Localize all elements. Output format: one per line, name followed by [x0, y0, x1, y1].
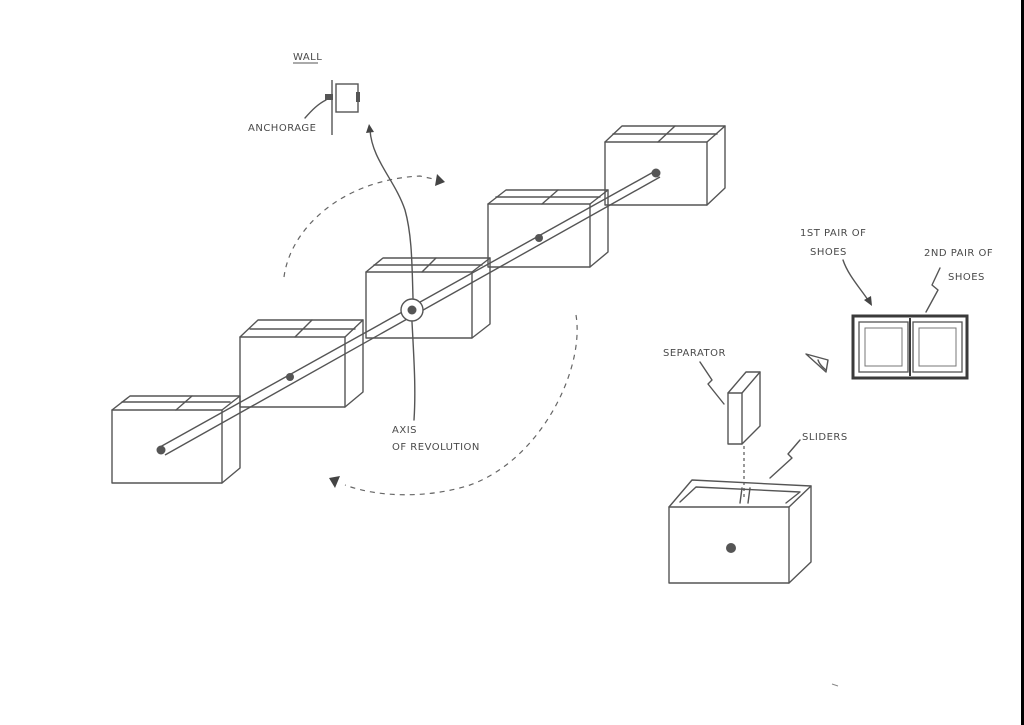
- anchorage-connector: [369, 129, 414, 299]
- wall-label: WALL: [293, 52, 322, 63]
- second-pair-label-line2: SHOES: [948, 272, 985, 283]
- separator-slider-detail: SEPARATOR SLIDERS: [663, 348, 848, 584]
- axis-label-line1: AXIS: [392, 425, 417, 436]
- slotted-box-pivot-hole: [726, 543, 736, 553]
- slotted-box: [668, 479, 812, 584]
- wall-anchorage-detail: WALL ANCHORAGE: [248, 52, 414, 299]
- axis-of-revolution-callout: AXIS OF REVOLUTION: [392, 321, 480, 453]
- view-eye-icon: [805, 353, 829, 373]
- first-pair-label-line2: SHOES: [810, 247, 847, 258]
- rotation-arrow-bottom: [329, 314, 578, 496]
- sliders-label: SLIDERS: [802, 432, 848, 443]
- separator-panel: [727, 371, 761, 445]
- arrow-head-top-icon: [435, 174, 445, 186]
- rack-box-2: [239, 319, 364, 408]
- scan-edge: [1021, 0, 1024, 725]
- rack-box-4: [487, 189, 609, 268]
- first-pair-compartment: [858, 321, 909, 373]
- axis-label-line2: OF REVOLUTION: [392, 442, 480, 453]
- rack-box-3: [365, 257, 491, 339]
- anchorage-block: [335, 83, 359, 113]
- separator-label: SEPARATOR: [663, 348, 726, 359]
- rack-box-1: [111, 395, 241, 484]
- rod-end-left: [156, 445, 166, 455]
- rod-end-right: [651, 168, 661, 178]
- shoe-pairs-detail: 1ST PAIR OF SHOES 2ND PAIR OF SHOES: [800, 228, 993, 380]
- rod-joint-2: [286, 373, 294, 381]
- anchorage-arrow-icon: [366, 124, 374, 133]
- center-pivot: [407, 305, 417, 315]
- second-pair-compartment: [912, 321, 963, 373]
- rack-box-5: [604, 125, 726, 206]
- rotation-arrow-top: [283, 174, 445, 278]
- stray-mark: [831, 683, 839, 687]
- axis-rod: [156, 168, 661, 456]
- rod-joint-4: [535, 234, 543, 242]
- second-pair-label-line1: 2ND PAIR OF: [924, 248, 993, 259]
- arrow-head-bottom-icon: [329, 476, 340, 488]
- anchorage-label: ANCHORAGE: [248, 123, 316, 134]
- first-pair-label-line1: 1ST PAIR OF: [800, 228, 866, 239]
